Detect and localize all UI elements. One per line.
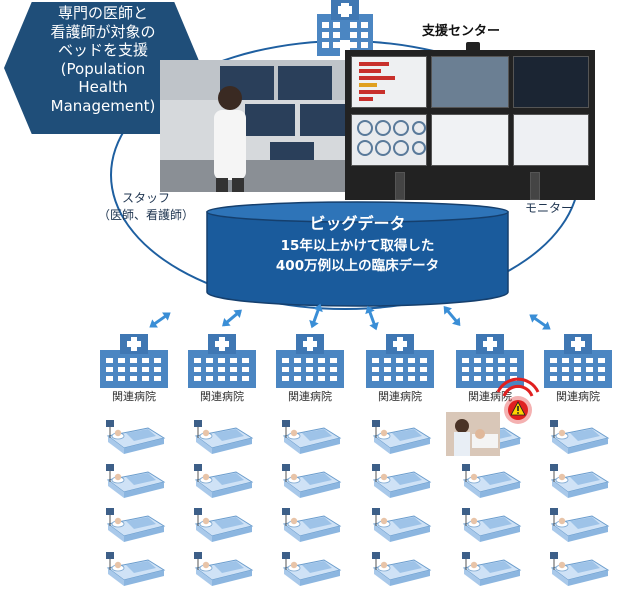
hospital-label: 関連病院 (452, 388, 528, 404)
staff-photo (160, 60, 350, 192)
staff-label: スタッフ （医師、看護師） (97, 191, 194, 222)
bidirectional-arrow-icon (529, 314, 551, 330)
signal-wave-icon (496, 377, 540, 393)
warning-icon (496, 377, 540, 424)
big-data-line2: 400万例以上の臨床データ (275, 258, 440, 274)
bidirectional-arrow-icon (149, 312, 171, 328)
callout-text: 専門の医師と 看護師が対象の ベッドを支援 (Population Health… (50, 4, 156, 115)
bed-icon (550, 464, 610, 498)
hospital-icon (100, 334, 168, 390)
big-data-line1: 15年以上かけて取得した (280, 238, 435, 254)
bidirectional-arrow-icon (222, 309, 242, 327)
hospital-icon (317, 0, 373, 56)
support-center-label: 支援センター (390, 22, 532, 42)
hospital-icon (456, 334, 524, 390)
bed-icon (282, 464, 342, 498)
bed-icon (194, 508, 254, 542)
bed-icon (106, 552, 166, 586)
big-data-title: ビッグデータ (309, 214, 406, 233)
bed-icon (462, 552, 522, 586)
bed-icon (106, 420, 166, 454)
bed-icon (550, 508, 610, 542)
bed-icon (372, 552, 432, 586)
hospital-label: 関連病院 (184, 388, 260, 404)
hospital-label: 関連病院 (540, 388, 616, 404)
bed-icon (462, 508, 522, 542)
bed-icon (106, 464, 166, 498)
hospital-icon (544, 334, 612, 390)
bar-monitor (359, 62, 395, 101)
dial-monitor (357, 120, 426, 156)
bed-icon (372, 420, 432, 454)
bidirectional-arrow-icon (365, 305, 379, 331)
bed-icon (194, 420, 254, 454)
hospital-icon (366, 334, 434, 390)
hospital-icon (276, 334, 344, 390)
hospital-label: 関連病院 (272, 388, 348, 404)
bed-icon (194, 552, 254, 586)
monitor-label: モニター (524, 201, 573, 215)
nurse-photo (446, 412, 500, 456)
bed-icon (282, 552, 342, 586)
bed-icon (282, 420, 342, 454)
hospital-label: 関連病院 (96, 388, 172, 404)
bed-icon (462, 464, 522, 498)
bed-icon (106, 508, 166, 542)
hospital-icon (188, 334, 256, 390)
big-data-text: ビッグデータ 15年以上かけて取得した 400万例以上の臨床データ (205, 212, 510, 276)
bed-icon (372, 464, 432, 498)
hospital-label: 関連病院 (362, 388, 438, 404)
bidirectional-arrow-icon (443, 306, 461, 326)
camera-icon (466, 42, 480, 52)
bed-icon (550, 552, 610, 586)
bed-icon (282, 508, 342, 542)
big-data-cylinder (206, 201, 509, 307)
bed-icon (372, 508, 432, 542)
monitor-wall (345, 50, 595, 200)
bed-icon (194, 464, 254, 498)
bed-icon (550, 420, 610, 454)
bidirectional-arrow-icon (309, 303, 323, 329)
